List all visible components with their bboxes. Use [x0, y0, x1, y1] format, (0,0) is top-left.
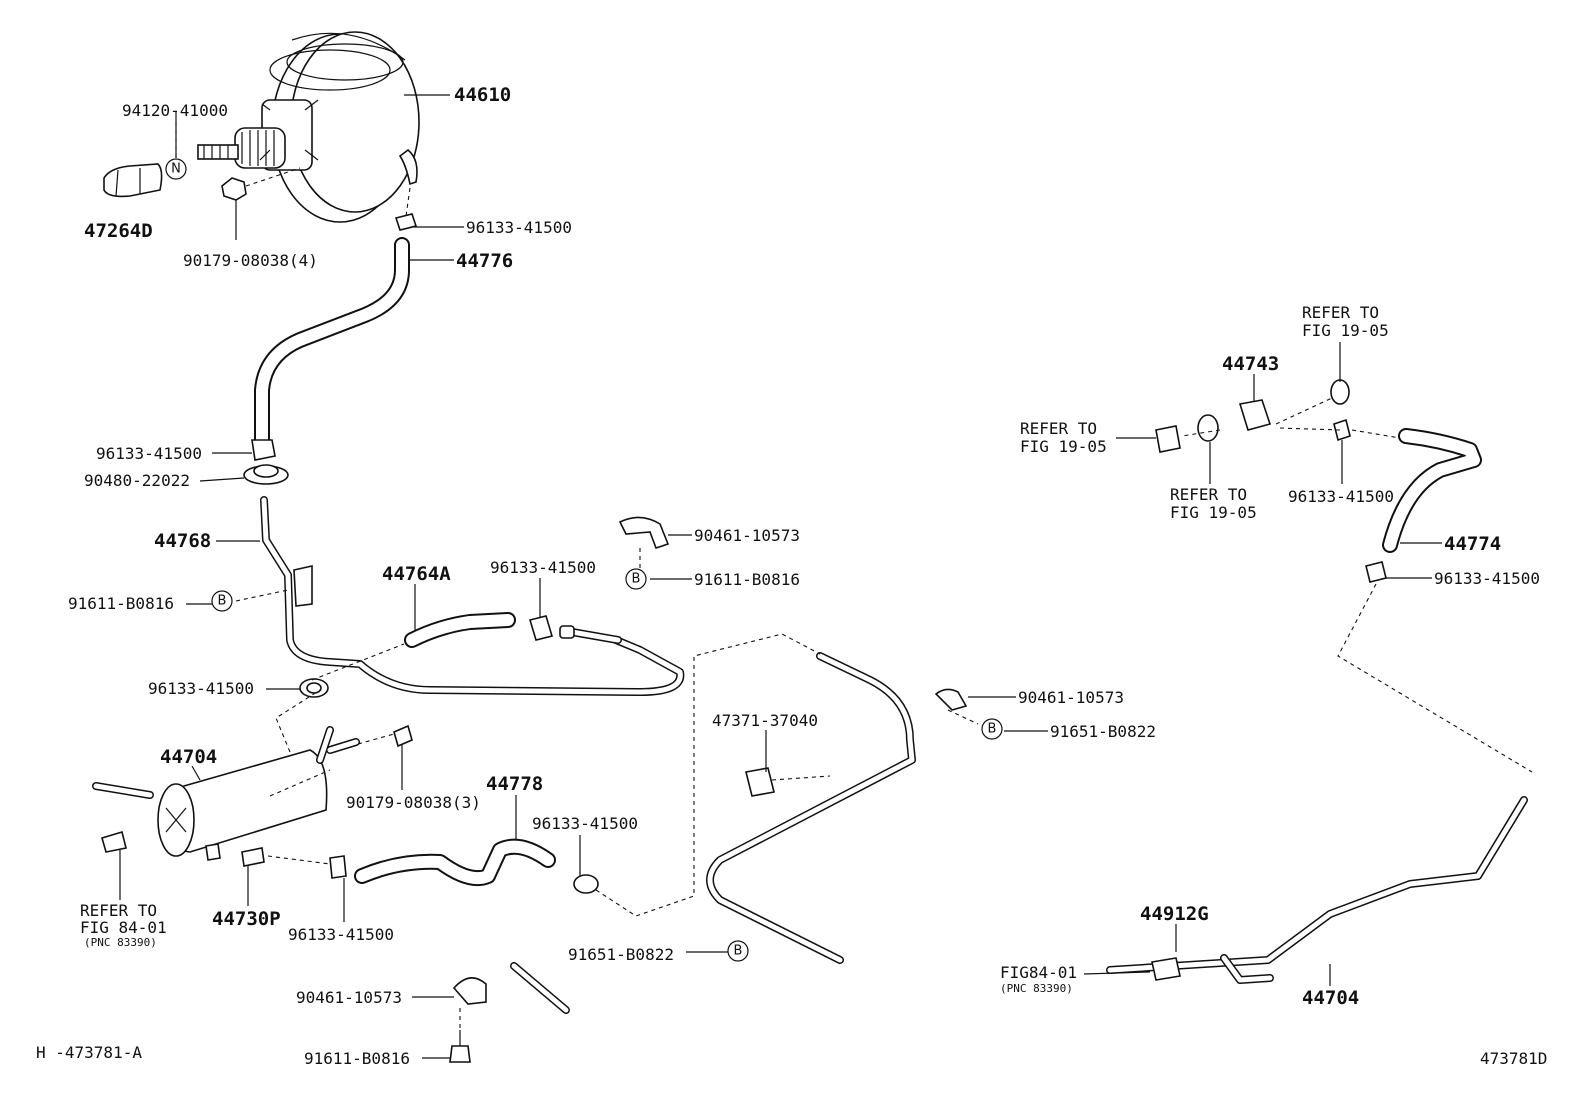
- pipe-center: [706, 652, 916, 964]
- canister-44704: [92, 724, 413, 867]
- symbol-b: B: [218, 594, 227, 609]
- label-96133-41500-f: 96133-41500: [288, 925, 394, 944]
- refer-note-1-line1: REFER TO: [1302, 303, 1379, 322]
- refer-note-2-line1: REFER TO: [1020, 419, 1097, 438]
- refer-note-4-line2: FIG 84-01: [80, 918, 167, 937]
- label-90461-10573-b: 90461-10573: [1018, 688, 1124, 707]
- label-96133-41500-c: 96133-41500: [490, 558, 596, 577]
- label-44730p: 44730P: [212, 908, 281, 930]
- label-44743: 44743: [1222, 353, 1279, 375]
- hose-44774: [1365, 428, 1482, 583]
- check-valve-top: [394, 213, 418, 231]
- label-44912g: 44912G: [1140, 903, 1209, 925]
- pipe-44768: [260, 496, 685, 696]
- label-91611-b0816-b: 91611-B0816: [694, 570, 800, 589]
- symbol-b: B: [988, 722, 997, 737]
- symbol-n: N: [171, 162, 181, 177]
- label-91651-b0822-b: 91651-B0822: [568, 945, 674, 964]
- pipe-44912g: [1106, 796, 1528, 984]
- refer-note-1-line2: FIG 19-05: [1302, 321, 1389, 340]
- label-44704-right: 44704: [1302, 987, 1359, 1009]
- refer-note-3-line1: REFER TO: [1170, 485, 1247, 504]
- label-90461-10573-c: 90461-10573: [296, 988, 402, 1007]
- label-44610: 44610: [454, 84, 511, 106]
- label-96133-41500-e: 96133-41500: [532, 814, 638, 833]
- label-96133-41500-g: 96133-41500: [1288, 487, 1394, 506]
- label-47371-37040: 47371-37040: [712, 711, 818, 730]
- clevis-47264d: [103, 163, 163, 198]
- brake-booster: [197, 31, 420, 223]
- clamp-96133-d: [299, 678, 329, 698]
- label-91651-b0822-a: 91651-B0822: [1050, 722, 1156, 741]
- bolt-91611-c: [449, 1030, 471, 1063]
- hose-44776: [254, 237, 410, 448]
- nut-symbol: N: [165, 158, 187, 180]
- symbol-b: B: [734, 944, 743, 959]
- label-90179-08038-4: 90179-08038(4): [183, 251, 318, 270]
- label-44776: 44776: [456, 250, 513, 272]
- clamp-47371: [745, 767, 775, 797]
- refer-note-3-line2: FIG 19-05: [1170, 503, 1257, 522]
- hose-44778: [329, 838, 599, 894]
- label-96133-41500-a: 96133-41500: [466, 218, 572, 237]
- label-90480-22022: 90480-22022: [84, 471, 190, 490]
- nut-90179-4: [221, 177, 247, 201]
- symbol-b-4: B: [727, 940, 749, 962]
- symbol-b-2: B: [625, 568, 647, 590]
- symbol-b: B: [632, 572, 641, 587]
- label-91611-b0816-c: 91611-B0816: [304, 1049, 410, 1068]
- refer-note-4-line1: REFER TO: [80, 901, 157, 920]
- label-96133-41500-b: 96133-41500: [96, 444, 202, 463]
- label-47264d: 47264D: [84, 220, 153, 242]
- label-96133-41500-d: 96133-41500: [148, 679, 254, 698]
- refer-note-2-line2: FIG 19-05: [1020, 437, 1107, 456]
- footer-code-left: H -473781-A: [36, 1043, 142, 1062]
- label-44774: 44774: [1444, 533, 1501, 555]
- symbol-b-1: B: [211, 590, 233, 612]
- hose-44764a: [404, 612, 516, 648]
- label-94120-41000: 94120-41000: [122, 101, 228, 120]
- leader-lines: [119, 94, 1442, 1059]
- refer-note-5-line1: FIG84-01: [1000, 963, 1077, 982]
- label-44764a: 44764A: [382, 563, 451, 585]
- label-91611-b0816-a: 91611-B0816: [68, 594, 174, 613]
- label-44778: 44778: [486, 773, 543, 795]
- dashed-lines: [175, 118, 1533, 1030]
- symbol-b-3: B: [981, 718, 1003, 740]
- label-96133-41500-h: 96133-41500: [1434, 569, 1540, 588]
- valve-44743: [1155, 379, 1351, 453]
- clamp-90461-c: [452, 962, 570, 1014]
- clamp-90461-b: [934, 688, 968, 711]
- grommet-90480: [243, 464, 289, 485]
- label-90179-08038-3: 90179-08038(3): [346, 793, 481, 812]
- refer-note-4-line3: (PNC 83390): [84, 936, 157, 949]
- label-90461-10573-a: 90461-10573: [694, 526, 800, 545]
- clamp-96133-c: [528, 615, 554, 641]
- label-44768: 44768: [154, 530, 211, 552]
- label-44704-left: 44704: [160, 746, 217, 768]
- footer-code-right: 473781D: [1480, 1049, 1547, 1068]
- clamp-96133-b: [251, 439, 276, 461]
- refer-note-5-line2: (PNC 83390): [1000, 982, 1073, 995]
- clamp-90461-a: [618, 516, 670, 550]
